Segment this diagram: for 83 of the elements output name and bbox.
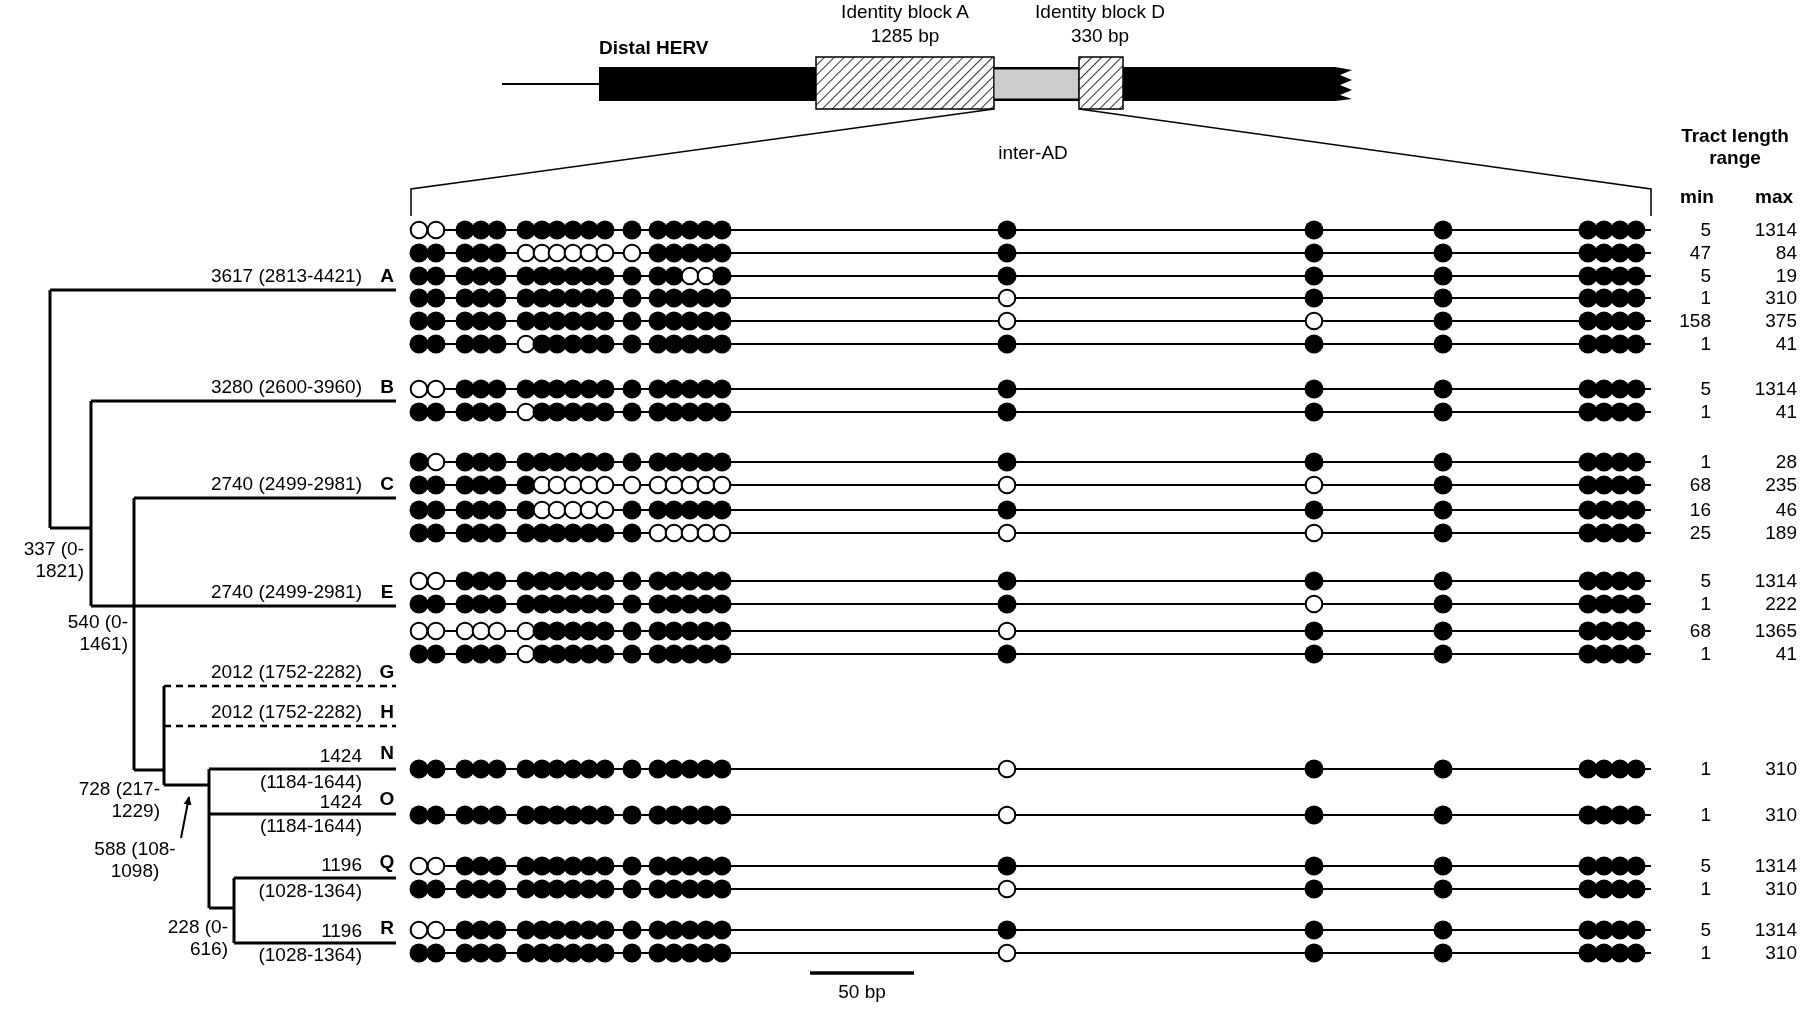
column-header: max bbox=[1755, 186, 1793, 208]
clade-letter: N bbox=[380, 742, 394, 764]
table-value: 68 bbox=[1689, 620, 1711, 642]
table-value: 310 bbox=[1765, 878, 1797, 900]
table-value: 41 bbox=[1775, 643, 1797, 665]
branch-length-label: (1028-1364) bbox=[258, 880, 362, 902]
branch-length-label: 2012 (1752-2282) bbox=[210, 661, 362, 683]
table-value: 1 bbox=[1700, 333, 1711, 355]
table-value: 5 bbox=[1700, 219, 1711, 241]
table-value: 1314 bbox=[1754, 219, 1797, 241]
scale-label: 50 bp bbox=[838, 981, 886, 1003]
table-value: 5 bbox=[1700, 265, 1711, 287]
clade-letter: R bbox=[380, 917, 394, 939]
table-value: 28 bbox=[1775, 451, 1797, 473]
table-value: 68 bbox=[1689, 474, 1711, 496]
table-value: 41 bbox=[1775, 401, 1797, 423]
table-value: 25 bbox=[1689, 522, 1711, 544]
block-length: 330 bp bbox=[1070, 25, 1130, 47]
clade-letter: H bbox=[380, 701, 394, 723]
column-header: Tract length range bbox=[1680, 125, 1790, 169]
table-value: 1 bbox=[1700, 593, 1711, 615]
branch-length-label: 2740 (2499-2981) bbox=[210, 581, 362, 603]
block-label: Identity block A bbox=[841, 1, 969, 23]
column-header: min bbox=[1680, 186, 1714, 208]
table-value: 41 bbox=[1775, 333, 1797, 355]
table-value: 375 bbox=[1765, 310, 1797, 332]
table-value: 1 bbox=[1700, 401, 1711, 423]
block-label: Identity block D bbox=[1035, 1, 1165, 23]
gene-label: Distal HERV bbox=[599, 37, 709, 59]
table-value: 310 bbox=[1765, 804, 1797, 826]
clade-letter: G bbox=[379, 661, 395, 683]
region-label: inter-AD bbox=[998, 142, 1068, 164]
node-age-label: 540 (0-1461) bbox=[66, 611, 128, 655]
table-value: 46 bbox=[1775, 499, 1797, 521]
clade-letter: Q bbox=[379, 851, 395, 873]
block-length: 1285 bp bbox=[870, 25, 940, 47]
clade-letter: A bbox=[380, 265, 394, 287]
table-value: 1 bbox=[1700, 451, 1711, 473]
table-value: 1 bbox=[1700, 804, 1711, 826]
table-value: 1 bbox=[1700, 878, 1711, 900]
branch-length-label: 1424 bbox=[319, 745, 362, 767]
table-value: 5 bbox=[1700, 919, 1711, 941]
node-age-label: 337 (0-1821) bbox=[22, 538, 84, 582]
table-value: 310 bbox=[1765, 287, 1797, 309]
branch-length-label: 1196 bbox=[321, 920, 362, 942]
table-value: 222 bbox=[1765, 593, 1797, 615]
clade-letter: E bbox=[380, 581, 394, 603]
clade-letter: C bbox=[380, 473, 394, 495]
table-value: 235 bbox=[1765, 474, 1797, 496]
branch-length-label: (1184-1644) bbox=[259, 771, 362, 793]
table-value: 1314 bbox=[1754, 855, 1797, 877]
branch-length-label: (1184-1644) bbox=[259, 815, 362, 837]
table-value: 1314 bbox=[1754, 919, 1797, 941]
table-value: 19 bbox=[1775, 265, 1797, 287]
table-value: 5 bbox=[1700, 378, 1711, 400]
node-age-label: 588 (108-1098) bbox=[93, 838, 177, 882]
branch-length-label: (1028-1364) bbox=[258, 944, 362, 966]
table-value: 310 bbox=[1765, 758, 1797, 780]
node-age-label: 228 (0-616) bbox=[166, 916, 228, 960]
table-value: 1 bbox=[1700, 942, 1711, 964]
branch-length-label: 2012 (1752-2282) bbox=[210, 701, 362, 723]
table-value: 5 bbox=[1700, 570, 1711, 592]
node-age-label: 728 (217-1229) bbox=[77, 778, 160, 822]
table-value: 310 bbox=[1765, 942, 1797, 964]
clade-letter: O bbox=[379, 788, 395, 810]
table-value: 16 bbox=[1689, 499, 1711, 521]
branch-length-label: 2740 (2499-2981) bbox=[210, 473, 362, 495]
table-value: 1 bbox=[1700, 287, 1711, 309]
table-value: 5 bbox=[1700, 855, 1711, 877]
branch-length-label: 1424 bbox=[319, 791, 362, 813]
table-value: 1365 bbox=[1754, 620, 1797, 642]
branch-length-label: 1196 bbox=[321, 854, 362, 876]
table-value: 1314 bbox=[1754, 378, 1797, 400]
branch-length-label: 3280 (2600-3960) bbox=[210, 376, 362, 398]
table-value: 84 bbox=[1775, 242, 1797, 264]
table-value: 189 bbox=[1765, 522, 1797, 544]
table-value: 1 bbox=[1700, 758, 1711, 780]
branch-length-label: 3617 (2813-4421) bbox=[210, 265, 362, 287]
clade-letter: B bbox=[380, 376, 394, 398]
table-value: 47 bbox=[1689, 242, 1711, 264]
table-value: 1 bbox=[1700, 643, 1711, 665]
table-value: 1314 bbox=[1754, 570, 1797, 592]
table-value: 158 bbox=[1679, 310, 1711, 332]
